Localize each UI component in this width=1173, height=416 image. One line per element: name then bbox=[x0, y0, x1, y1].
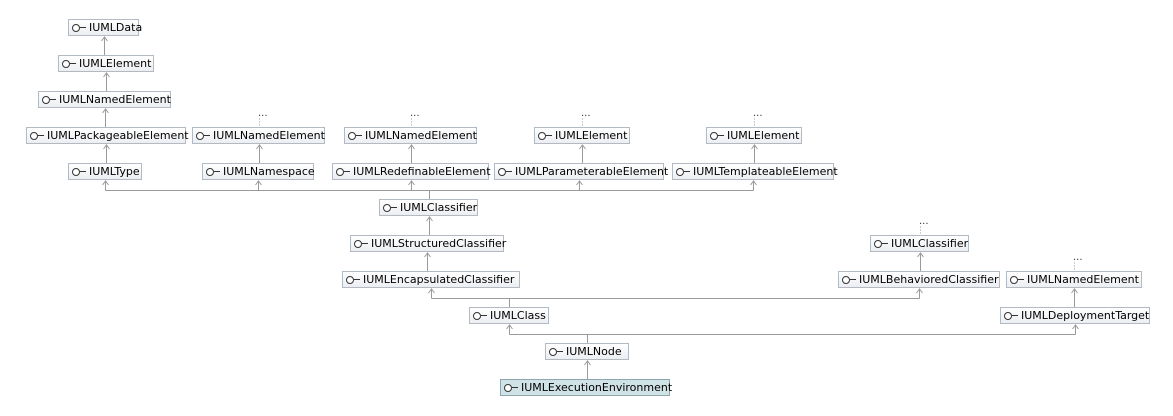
node-iumlbehavioredclassifier[interactable]: IUMLBehavioredClassifier bbox=[838, 271, 1000, 288]
interface-icon bbox=[42, 95, 56, 104]
arrowhead bbox=[408, 180, 415, 186]
arrowhead bbox=[255, 180, 262, 186]
node-iumldeploymenttarget[interactable]: IUMLDeploymentTarget bbox=[1000, 307, 1150, 324]
arrowhead bbox=[101, 36, 108, 42]
node-label: IUMLNamedElement bbox=[1027, 273, 1139, 286]
node-iumlpackageableelement[interactable]: IUMLPackageableElement bbox=[26, 127, 189, 144]
arrowhead bbox=[916, 288, 923, 294]
arrowhead bbox=[424, 252, 431, 258]
node-iumltype[interactable]: IUMLType bbox=[68, 163, 142, 180]
interface-icon bbox=[346, 275, 360, 284]
interface-icon bbox=[354, 239, 368, 248]
arrowhead bbox=[584, 360, 591, 366]
node-iumlnamedelement-3[interactable]: IUMLNamedElement bbox=[344, 127, 477, 144]
node-label: IUMLNamedElement bbox=[213, 129, 325, 142]
arrowhead bbox=[751, 144, 758, 150]
node-label: IUMLData bbox=[89, 21, 143, 34]
interface-icon bbox=[336, 167, 350, 176]
node-label: IUMLRedefinableElement bbox=[353, 165, 491, 178]
interface-icon bbox=[1010, 275, 1024, 284]
node-label: IUMLBehavioredClassifier bbox=[859, 273, 999, 286]
interface-icon bbox=[72, 23, 86, 32]
node-label: IUMLElement bbox=[727, 129, 800, 142]
node-iumlstructuredclassifier[interactable]: IUMLStructuredClassifier bbox=[350, 235, 507, 252]
arrowhead bbox=[103, 72, 110, 78]
interface-icon bbox=[383, 203, 397, 212]
more-supertypes-marker[interactable]: ... bbox=[919, 216, 929, 227]
node-iumlelement-3[interactable]: IUMLElement bbox=[706, 127, 802, 144]
interface-icon bbox=[498, 167, 512, 176]
node-label: IUMLEncapsulatedClassifier bbox=[363, 273, 515, 286]
node-iumlelement[interactable]: IUMLElement bbox=[58, 55, 154, 72]
node-label: IUMLElement bbox=[79, 57, 152, 70]
node-iumlelement-2[interactable]: IUMLElement bbox=[534, 127, 630, 144]
arrowhead bbox=[102, 108, 109, 114]
node-iumldata[interactable]: IUMLData bbox=[68, 19, 143, 36]
node-iumlclassifier-2[interactable]: IUMLClassifier bbox=[870, 235, 969, 252]
arrowhead bbox=[1072, 324, 1079, 330]
interface-icon bbox=[62, 59, 76, 68]
interface-icon bbox=[196, 131, 210, 140]
arrowhead bbox=[103, 144, 110, 150]
interface-icon bbox=[538, 131, 552, 140]
more-supertypes-marker[interactable]: ... bbox=[753, 108, 763, 119]
arrowhead bbox=[408, 144, 415, 150]
node-label: IUMLDeploymentTarget bbox=[1021, 309, 1150, 322]
arrowhead bbox=[576, 180, 583, 186]
arrowhead bbox=[102, 180, 109, 186]
node-iumltemplateableelement[interactable]: IUMLTemplateableElement bbox=[672, 163, 838, 180]
interface-icon bbox=[676, 167, 690, 176]
node-label: IUMLStructuredClassifier bbox=[371, 237, 507, 250]
more-supertypes-marker[interactable]: ... bbox=[410, 108, 420, 119]
arrowhead bbox=[256, 144, 263, 150]
interface-icon bbox=[842, 275, 856, 284]
node-iumlredefinableelement[interactable]: IUMLRedefinableElement bbox=[332, 163, 491, 180]
interface-icon bbox=[30, 131, 44, 140]
node-label: IUMLElement bbox=[555, 129, 628, 142]
node-label: IUMLExecutionEnvironment bbox=[521, 381, 673, 394]
node-label: IUMLNamedElement bbox=[59, 93, 171, 106]
interface-icon bbox=[874, 239, 888, 248]
node-iumlparameterableelement[interactable]: IUMLParameterableElement bbox=[494, 163, 668, 180]
node-iumlnamedelement-2[interactable]: IUMLNamedElement bbox=[192, 127, 325, 144]
interface-icon bbox=[710, 131, 724, 140]
node-iumlnamespace[interactable]: IUMLNamespace bbox=[202, 163, 315, 180]
interface-icon bbox=[206, 167, 220, 176]
interface-icon bbox=[473, 311, 487, 320]
interface-icon bbox=[72, 167, 86, 176]
interface-icon bbox=[1004, 311, 1018, 320]
node-iumlencapsulatedclassifier[interactable]: IUMLEncapsulatedClassifier bbox=[342, 271, 520, 288]
node-iumlnode[interactable]: IUMLNode bbox=[545, 343, 629, 360]
node-label: IUMLClassifier bbox=[891, 237, 969, 250]
node-label: IUMLTemplateableElement bbox=[693, 165, 838, 178]
arrowhead bbox=[750, 180, 757, 186]
interface-icon bbox=[348, 131, 362, 140]
interface-icon bbox=[504, 383, 518, 392]
arrowhead bbox=[917, 252, 924, 258]
node-label: IUMLParameterableElement bbox=[515, 165, 669, 178]
more-supertypes-marker[interactable]: ... bbox=[581, 108, 591, 119]
node-iumlexecutionenvironment[interactable]: IUMLExecutionEnvironment bbox=[500, 379, 673, 396]
node-iumlclassifier[interactable]: IUMLClassifier bbox=[379, 199, 478, 216]
node-iumlnamedelement[interactable]: IUMLNamedElement bbox=[38, 91, 171, 108]
arrowhead bbox=[1071, 288, 1078, 294]
more-supertypes-marker[interactable]: ... bbox=[1073, 252, 1083, 263]
node-label: IUMLNamespace bbox=[223, 165, 315, 178]
arrowhead bbox=[428, 288, 435, 294]
node-label: IUMLPackageableElement bbox=[47, 129, 189, 142]
node-label: IUMLType bbox=[89, 165, 140, 178]
more-supertypes-marker[interactable]: ... bbox=[258, 108, 268, 119]
node-label: IUMLClass bbox=[490, 309, 546, 322]
node-iumlclass[interactable]: IUMLClass bbox=[469, 307, 549, 324]
node-iumlnamedelement-4[interactable]: IUMLNamedElement bbox=[1006, 271, 1142, 288]
arrowhead bbox=[506, 324, 513, 330]
interface-icon bbox=[549, 347, 563, 356]
node-label: IUMLClassifier bbox=[400, 201, 478, 214]
arrowhead bbox=[579, 144, 586, 150]
node-label: IUMLNamedElement bbox=[365, 129, 477, 142]
arrowhead bbox=[426, 216, 433, 222]
node-label: IUMLNode bbox=[566, 345, 622, 358]
